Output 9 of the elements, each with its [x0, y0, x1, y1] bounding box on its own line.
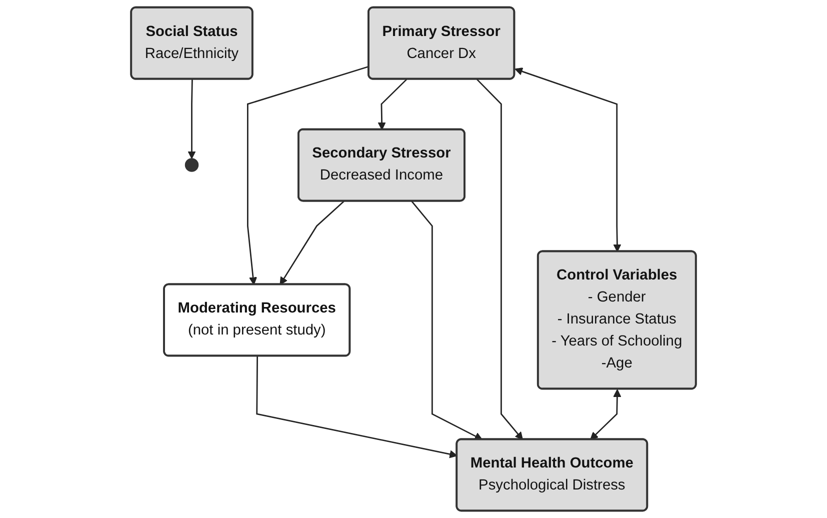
- arrow: [476, 78, 523, 440]
- arrow: [590, 389, 622, 440]
- arrow: [411, 200, 482, 440]
- arrow: [280, 200, 344, 286]
- arrow: [188, 79, 196, 159]
- arrow: [247, 66, 370, 286]
- arrow: [514, 68, 622, 252]
- arrow: [378, 78, 408, 130]
- arrow: [256, 356, 458, 458]
